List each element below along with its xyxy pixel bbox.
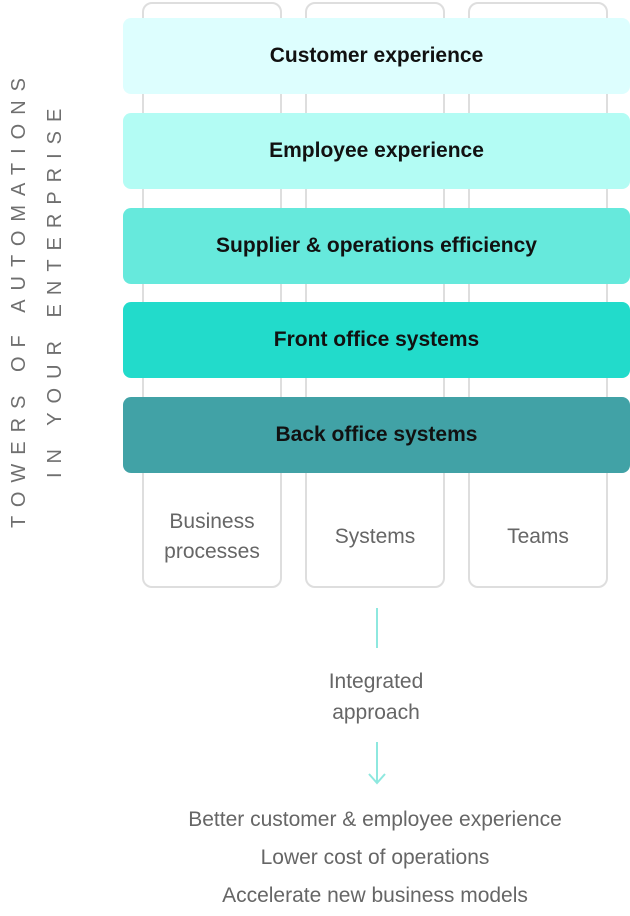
connector-line (376, 608, 378, 648)
pillar-label: Systems (334, 525, 416, 548)
down-arrow-icon (368, 742, 386, 785)
integrated-approach-label: Integrated approach (328, 670, 424, 724)
outcome-item: Better customer & employee experience (188, 808, 562, 831)
side-title-line1: TOWERS OF AUTOMATIONS (8, 68, 30, 528)
tier-front-office-systems: Front office systems (123, 302, 630, 378)
tier-back-office-systems: Back office systems (123, 397, 630, 473)
outcome-item: Lower cost of operations (260, 846, 490, 869)
outcome-item: Accelerate new business models (222, 884, 528, 907)
side-title-line2: IN YOUR ENTERPRISE (44, 99, 66, 478)
pillar-label: Teams (507, 525, 569, 548)
pillar-systems: Systems (305, 2, 445, 588)
pillar-business-processes: Business processes (142, 2, 282, 588)
tier-employee-experience: Employee experience (123, 113, 630, 189)
pillar-label: Business processes (164, 510, 260, 563)
tier-supplier-operations-efficiency: Supplier & operations efficiency (123, 208, 630, 284)
tier-customer-experience: Customer experience (123, 18, 630, 94)
pillar-teams: Teams (468, 2, 608, 588)
